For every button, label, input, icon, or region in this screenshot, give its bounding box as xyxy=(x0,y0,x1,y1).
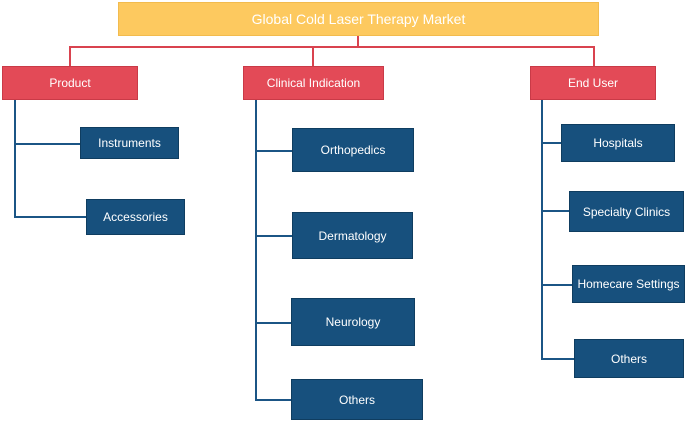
leaf-accessories: Accessories xyxy=(86,199,185,235)
leaf-label: Others xyxy=(610,351,647,366)
category-product: Product xyxy=(2,66,138,100)
leaf-label: Orthopedics xyxy=(320,143,386,157)
accessories-connector xyxy=(14,216,87,218)
leaf-dermatology: Dermatology xyxy=(292,212,413,259)
leaf-orthopedics: Orthopedics xyxy=(292,128,414,172)
hospitals-connector xyxy=(541,142,562,144)
leaf-instruments: Instruments xyxy=(80,127,179,159)
leaf-hospitals: Hospitals xyxy=(561,124,675,162)
end-user-others-connector xyxy=(541,358,575,360)
leaf-label: Instruments xyxy=(98,136,161,150)
dermatology-connector xyxy=(255,235,293,237)
clinical-others-connector xyxy=(255,399,292,401)
category-label: Clinical Indication xyxy=(266,76,361,90)
orthopedics-connector xyxy=(255,150,293,152)
leaf-label: Homecare Settings xyxy=(577,277,680,291)
root-stem-connector xyxy=(357,36,359,48)
category-bus-connector xyxy=(69,46,595,48)
leaf-clinical-others: Others xyxy=(291,379,423,420)
end-user-trunk-connector xyxy=(541,100,543,360)
category-label: Product xyxy=(49,76,91,90)
category-end-user: End User xyxy=(530,66,656,100)
leaf-specialty-clinics: Specialty Clinics xyxy=(569,191,684,232)
root-node: Global Cold Laser Therapy Market xyxy=(118,2,599,36)
leaf-label: Dermatology xyxy=(318,228,387,243)
leaf-neurology: Neurology xyxy=(291,298,415,346)
leaf-label: Neurology xyxy=(325,315,381,329)
leaf-end-user-others: Others xyxy=(574,339,684,378)
leaf-homecare-settings: Homecare Settings xyxy=(572,265,685,303)
product-trunk-connector xyxy=(14,100,16,218)
root-label: Global Cold Laser Therapy Market xyxy=(251,11,466,27)
specialty-clinics-connector xyxy=(541,210,570,212)
product-connector xyxy=(69,46,71,66)
leaf-label: Specialty Clinics xyxy=(582,204,671,219)
end-user-connector xyxy=(593,46,595,66)
clinical-indication-connector xyxy=(312,46,314,66)
category-label: End User xyxy=(567,76,619,90)
homecare-settings-connector xyxy=(541,284,573,286)
leaf-label: Accessories xyxy=(103,210,168,224)
instruments-connector xyxy=(14,143,81,145)
clinical-trunk-connector xyxy=(255,100,257,401)
category-clinical-indication: Clinical Indication xyxy=(243,66,384,100)
leaf-label: Hospitals xyxy=(593,136,643,150)
leaf-label: Others xyxy=(338,392,375,407)
neurology-connector xyxy=(255,322,292,324)
